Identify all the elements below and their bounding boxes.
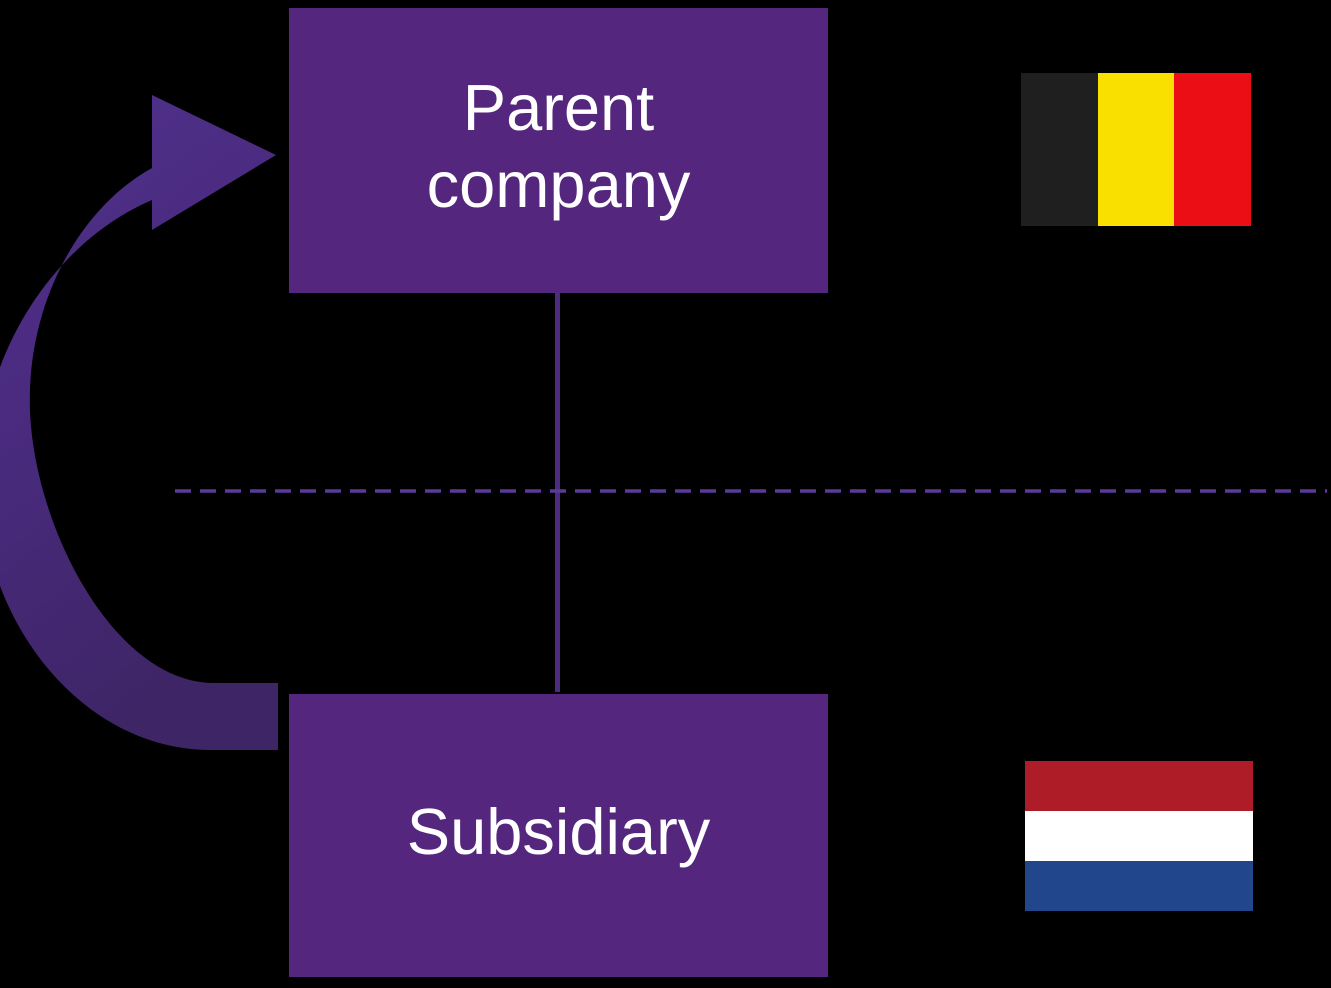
node-parent-company[interactable]: Parent company [289,8,828,293]
node-parent-company-label: Parent company [426,70,691,221]
flag-belgium-icon [1021,73,1251,226]
flag-netherlands-icon [1025,761,1253,911]
flag-netherlands-band-blue [1025,861,1253,911]
arrow-shape [0,95,278,750]
upstream-flow-arrow [0,95,278,750]
node-subsidiary[interactable]: Subsidiary [289,694,828,977]
flag-belgium-band-black [1021,73,1098,226]
cross-border-divider [175,489,1327,493]
flag-belgium-band-red [1174,73,1251,226]
flag-netherlands-band-white [1025,811,1253,861]
flag-belgium-band-yellow [1097,73,1175,226]
node-subsidiary-label: Subsidiary [406,795,711,869]
flag-netherlands-band-red [1025,761,1253,811]
